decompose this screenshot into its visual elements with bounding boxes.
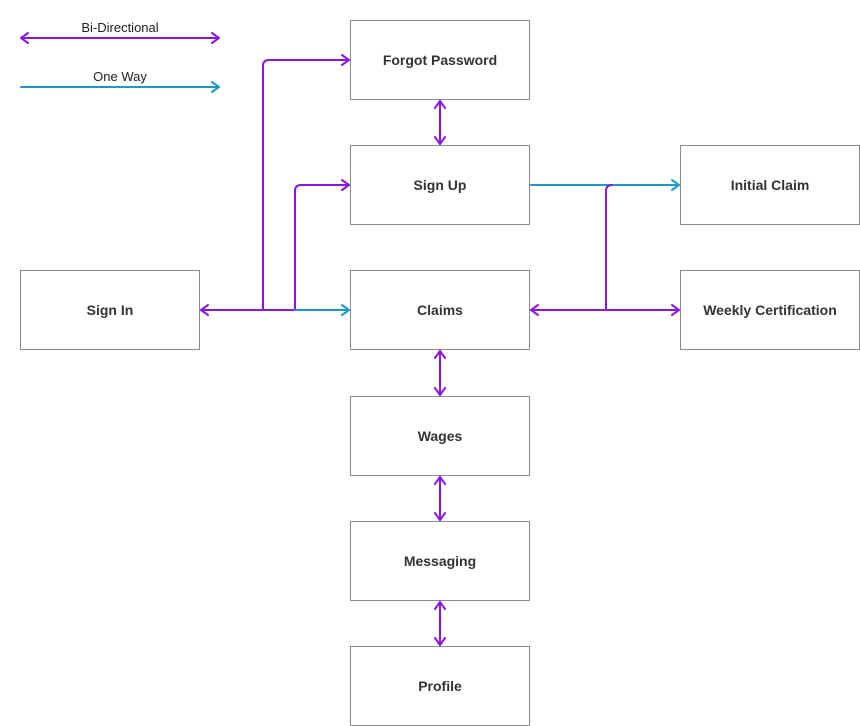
connector-claims-wages: [434, 350, 446, 396]
legend-bi-directional-label: Bi-Directional: [81, 20, 159, 35]
legend-one-way-arrow: [20, 81, 220, 93]
node-wages-label: Wages: [417, 428, 463, 444]
node-profile[interactable]: Profile: [350, 646, 530, 726]
node-initial-claim[interactable]: Initial Claim: [680, 145, 860, 225]
node-wages[interactable]: Wages: [350, 396, 530, 476]
node-sign-in[interactable]: Sign In: [20, 270, 200, 350]
connector-signin-forgot-password: [200, 54, 350, 311]
node-claims[interactable]: Claims: [350, 270, 530, 350]
node-messaging-label: Messaging: [403, 553, 477, 569]
node-messaging[interactable]: Messaging: [350, 521, 530, 601]
node-weekly-certification[interactable]: Weekly Certification: [680, 270, 860, 350]
connector-signin-signup: [200, 179, 350, 311]
connector-forgot-password-signup: [434, 100, 446, 145]
node-sign-in-label: Sign In: [86, 302, 134, 318]
node-claims-label: Claims: [417, 302, 463, 318]
connector-signup-initial-claim: [530, 179, 680, 191]
node-forgot-password-label: Forgot Password: [382, 52, 498, 68]
node-forgot-password[interactable]: Forgot Password: [350, 20, 530, 100]
legend-bi-directional-arrow: [20, 32, 220, 44]
connector-messaging-profile: [434, 601, 446, 646]
node-weekly-certification-label: Weekly Certification: [703, 302, 837, 318]
connector-claims-weekly-certification: [530, 184, 680, 316]
node-sign-up[interactable]: Sign Up: [350, 145, 530, 225]
connector-signin-claims: [294, 304, 350, 316]
node-initial-claim-label: Initial Claim: [730, 177, 810, 193]
node-profile-label: Profile: [418, 678, 462, 694]
connector-signin-arrowhead: [200, 304, 209, 316]
connector-wages-messaging: [434, 476, 446, 521]
node-sign-up-label: Sign Up: [413, 177, 467, 193]
legend-one-way-label: One Way: [93, 69, 147, 84]
